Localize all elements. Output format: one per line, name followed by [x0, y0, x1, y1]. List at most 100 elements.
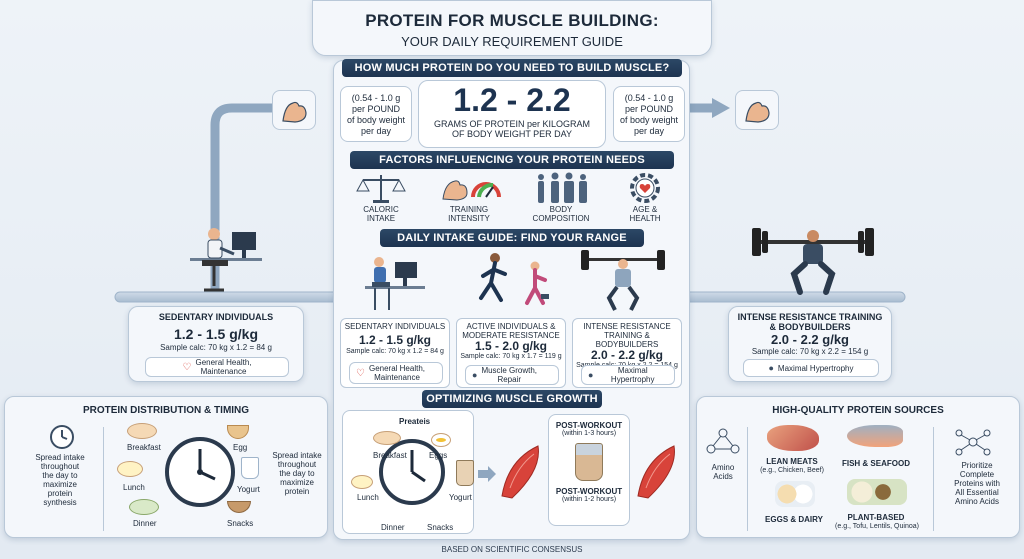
factor-caloric-line-1: CALORIC [363, 205, 399, 214]
factor-body-line-2: COMPOSITION [532, 214, 590, 223]
opt-meal-yogurt: Yogurt [449, 493, 472, 502]
protein-range-caption-1: GRAMS OF PROTEIN per KILOGRAM [433, 119, 591, 129]
prioritize-4: All Essential [955, 488, 999, 497]
pound-box-left: (0.54 - 1.0 g per POUND of body weight p… [340, 86, 412, 142]
sedentary-range: 1.2 - 1.5 g/kg [358, 333, 432, 347]
muscle-icon: ● [768, 362, 774, 373]
side-intense-benefit-1: Maximal Hypertrophy [777, 363, 854, 373]
active-range: 1.5 - 2.0 g/kg [474, 339, 548, 353]
food-plate-dinner [129, 499, 159, 515]
side-sedentary-title: SEDENTARY INDIVIDUALS [158, 312, 274, 322]
side-sedentary-benefit-1: General Health, [195, 358, 252, 367]
amino-line-2: Acids [713, 472, 733, 481]
meal-yogurt: Yogurt [237, 485, 260, 494]
muscle-icon: ● [472, 369, 478, 380]
pound-right-line-3: of body weight [619, 115, 679, 125]
factor-age-line-2: HEALTH [629, 214, 661, 223]
distribution-left-note: Spread intake throughout the day to maxi… [19, 453, 101, 507]
distribution-clock-icon [163, 435, 237, 509]
opt-meal-breakfast: Breakfast [373, 451, 407, 460]
squat-lifter-figure [752, 228, 874, 295]
plant-based-label: PLANT-BASED [847, 513, 905, 522]
side-intense-title-2: & BODYBUILDERS [769, 322, 851, 332]
network-icon [955, 429, 991, 456]
prioritize-2: Complete [959, 470, 995, 479]
active-title-2: MODERATE RESISTANCE [462, 331, 560, 340]
intense-title-1: INTENSE RESISTANCE [583, 322, 671, 331]
optimizing-clock-icon [377, 437, 447, 507]
prioritize-1: Prioritize [961, 461, 993, 470]
flexed-arm-icon-left [272, 90, 316, 130]
lean-meats-label: LEAN MEATS [766, 457, 818, 466]
factor-age: AGE & HEALTH [613, 171, 677, 223]
molecule-icon [706, 428, 740, 454]
scale-icon [356, 175, 406, 203]
food-plate-lunch [117, 461, 143, 477]
egg-icon [431, 433, 451, 447]
intake-guide-banner: DAILY INTAKE GUIDE: FIND YOUR RANGE [380, 229, 644, 247]
intense-range: 2.0 - 2.2 g/kg [590, 348, 664, 362]
factor-caloric-line-2: INTAKE [366, 214, 396, 223]
sedentary-benefit-2: Maintenance [374, 373, 420, 382]
side-sedentary-benefit: ♡ General Health,Maintenance [145, 357, 289, 377]
factor-training: TRAINING INTENSITY [429, 171, 509, 223]
meal-dinner: Dinner [133, 519, 157, 528]
pound-right-line-4: per day [633, 126, 665, 136]
optimizing-clock-title: Preateis [399, 417, 431, 426]
factor-training-line-2: INTENSITY [448, 214, 490, 223]
intake-figures [365, 250, 665, 311]
amino-line-1: Amino [711, 463, 735, 472]
intense-benefit-1: Maximal Hypertrophy [610, 366, 655, 384]
side-box-intense: INTENSE RESISTANCE TRAINING & BODYBUILDE… [728, 306, 892, 382]
pound-left-line-2: per POUND [351, 104, 400, 114]
gauge-arm-icon [442, 180, 501, 201]
fish-image [847, 425, 903, 447]
factor-body: BODY COMPOSITION [519, 171, 603, 223]
distribution-divider [103, 427, 104, 531]
muscle-fiber-icon-left [501, 445, 539, 499]
active-benefit: ● Muscle Growth,Repair [465, 365, 559, 385]
body-silhouettes-icon [538, 172, 587, 203]
side-sedentary-range: 1.2 - 1.5 g/kg [173, 326, 259, 342]
right-note-4: maximize [280, 478, 314, 487]
intake-col-active: ACTIVE INDIVIDUALS & MODERATE RESISTANCE… [456, 318, 566, 388]
amino-acids-label: Amino Acids [701, 463, 745, 481]
distribution-panel: PROTEIN DISTRIBUTION & TIMING Spread int… [4, 396, 328, 538]
left-note-1: Spread intake [35, 453, 85, 462]
stopwatch-icon [47, 421, 77, 451]
fish-label: FISH & SEAFOOD [841, 459, 910, 468]
optimizing-banner: OPTIMIZING MUSCLE GROWTH [422, 390, 602, 408]
desk-worker-figure [190, 228, 262, 292]
side-box-sedentary: SEDENTARY INDIVIDUALS 1.2 - 1.5 g/kg Sam… [128, 306, 304, 382]
pound-left-line-4: per day [360, 126, 392, 136]
lifter-figure [581, 250, 665, 311]
factors-banner: FACTORS INFLUENCING YOUR PROTEIN NEEDS [350, 151, 674, 169]
eggs-dairy-label: EGGS & DAIRY [765, 515, 823, 524]
post-bottom-sub: (within 1-2 hours) [561, 496, 617, 503]
right-note-3: the day to [279, 469, 315, 478]
factor-training-line-1: TRAINING [449, 205, 489, 214]
prioritize-5: Amino Acids [954, 497, 1000, 506]
sources-divider-left [747, 427, 748, 531]
side-intense-benefit: ● Maximal Hypertrophy [743, 359, 879, 377]
sedentary-benefit-1: General Health, [368, 364, 425, 373]
food-plate [373, 431, 401, 445]
post-top-sub: (within 1-3 hours) [561, 430, 617, 437]
gear-heart-icon [630, 173, 660, 203]
protein-range-caption-2: OF BODY WEIGHT PER DAY [451, 129, 573, 139]
intake-col-intense: INTENSE RESISTANCE TRAINING & BODYBUILDE… [572, 318, 682, 388]
lean-meats-sub: (e.g., Chicken, Beef) [760, 467, 824, 474]
arrow-right-icon [478, 466, 496, 482]
left-note-4: maximize [43, 480, 77, 489]
side-intense-calc: Sample calc: 70 kg x 2.2 = 154 g [751, 347, 869, 356]
pound-right-line-1: (0.54 - 1.0 g [624, 93, 674, 103]
how-much-banner: HOW MUCH PROTEIN DO YOU NEED TO BUILD MU… [342, 59, 682, 77]
side-sedentary-calc: Sample calc: 70 kg x 1.2 = 84 g [160, 343, 272, 352]
flexed-arm-icon-right [735, 90, 779, 130]
heartbeat-icon: ♡ [356, 367, 365, 379]
left-note-6: synthesis [43, 498, 77, 507]
food-plate-breakfast [127, 423, 157, 439]
food-plate [351, 475, 373, 489]
sources-panel: HIGH-QUALITY PROTEIN SOURCES Amino Acids… [696, 396, 1020, 538]
post-top-title: POST-WORKOUT [555, 421, 623, 430]
